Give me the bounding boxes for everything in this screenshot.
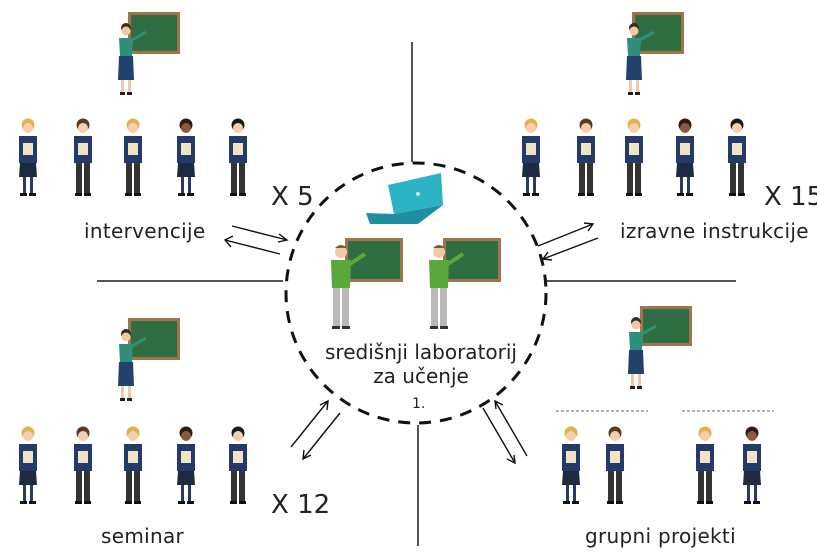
student-bottom-right — [743, 426, 761, 504]
grupni-projekti-label: grupni projekti — [585, 524, 736, 548]
seminar-label: seminar — [101, 524, 185, 548]
central-lab-title: središnji laboratorij za učenje — [316, 340, 526, 388]
central-lab-line2: za učenje — [373, 364, 469, 388]
student-top-right — [728, 118, 746, 196]
teacher-bottom-right — [628, 317, 657, 389]
student-top-right — [625, 118, 643, 196]
student-top-right — [676, 118, 694, 196]
seminar-multiplier: X 12 — [271, 490, 331, 520]
arrow-pair-bottom-right — [482, 399, 528, 465]
arrow-pair-bottom-left — [290, 399, 341, 461]
central-lab-number: 1. — [412, 396, 426, 412]
student-bottom-right — [606, 426, 624, 504]
central-lab-circle — [284, 161, 548, 425]
student-bottom-left — [229, 426, 247, 504]
student-top-left — [124, 118, 142, 196]
teacher-top-right — [626, 23, 655, 95]
student-bottom-right — [562, 426, 580, 504]
student-top-left — [229, 118, 247, 196]
chalkboard-bottom-left — [128, 318, 180, 360]
chalkboard-top-right — [632, 12, 684, 54]
izravne-instrukcije-multiplier: X 15 — [764, 182, 817, 212]
student-top-right — [577, 118, 595, 196]
student-top-left — [74, 118, 92, 196]
laptop-icon — [366, 173, 443, 224]
teacher-center-left — [331, 245, 367, 329]
arrow-pair-top-left — [223, 225, 289, 255]
figures — [19, 12, 761, 504]
teacher-top-left — [118, 23, 147, 95]
teacher-bottom-left — [118, 329, 147, 401]
arrows — [223, 222, 599, 465]
student-bottom-left — [177, 426, 195, 504]
chalkboard-top-left — [128, 12, 180, 54]
student-top-left — [177, 118, 195, 196]
student-bottom-right — [696, 426, 714, 504]
arrow-pair-top-right — [537, 222, 599, 261]
student-bottom-left — [74, 426, 92, 504]
student-top-left — [19, 118, 37, 196]
intervencije-multiplier: X 5 — [271, 182, 314, 212]
central-lab-line1: središnji laboratorij — [325, 340, 517, 364]
izravne-instrukcije-label: izravne instrukcije — [620, 219, 809, 243]
student-top-right — [522, 118, 540, 196]
intervencije-label: intervencije — [84, 219, 206, 243]
student-bottom-left — [124, 426, 142, 504]
divider-lines — [97, 42, 774, 546]
teacher-center-right — [429, 245, 465, 329]
student-bottom-left — [19, 426, 37, 504]
chalkboard-bottom-right — [640, 306, 692, 346]
